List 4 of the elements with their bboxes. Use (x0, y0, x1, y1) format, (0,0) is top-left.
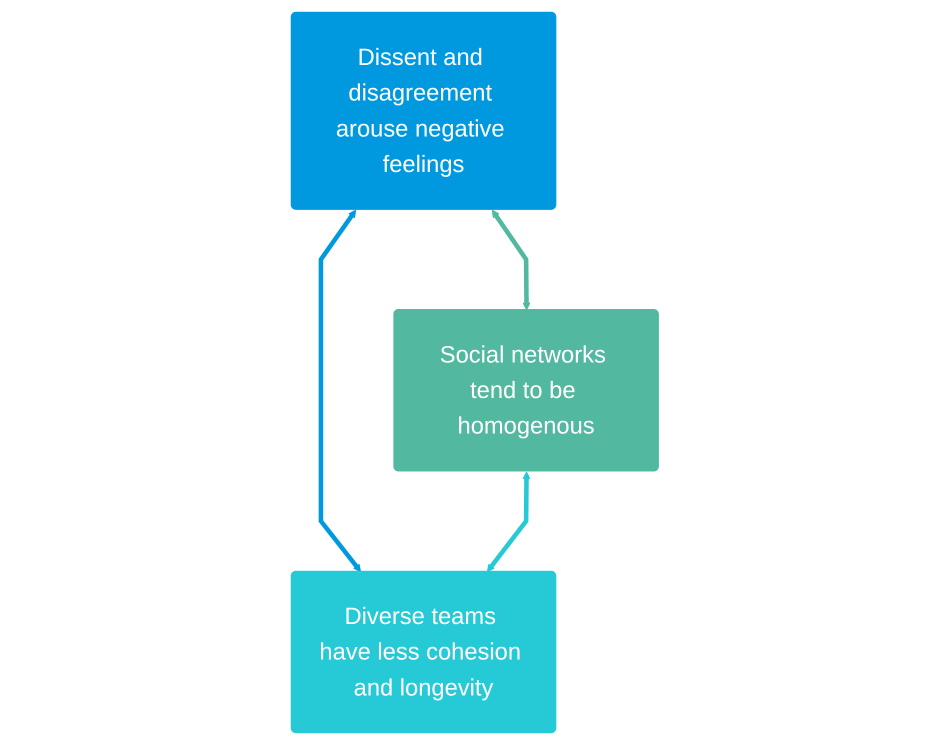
arrow (318, 210, 362, 572)
arrow (492, 210, 531, 310)
arrow (487, 471, 531, 572)
diagram: Dissent and disagreement arouse negative feelings Social networks tend to be homogenous Diverse teams have less cohesion and longevity (284, 5, 666, 740)
